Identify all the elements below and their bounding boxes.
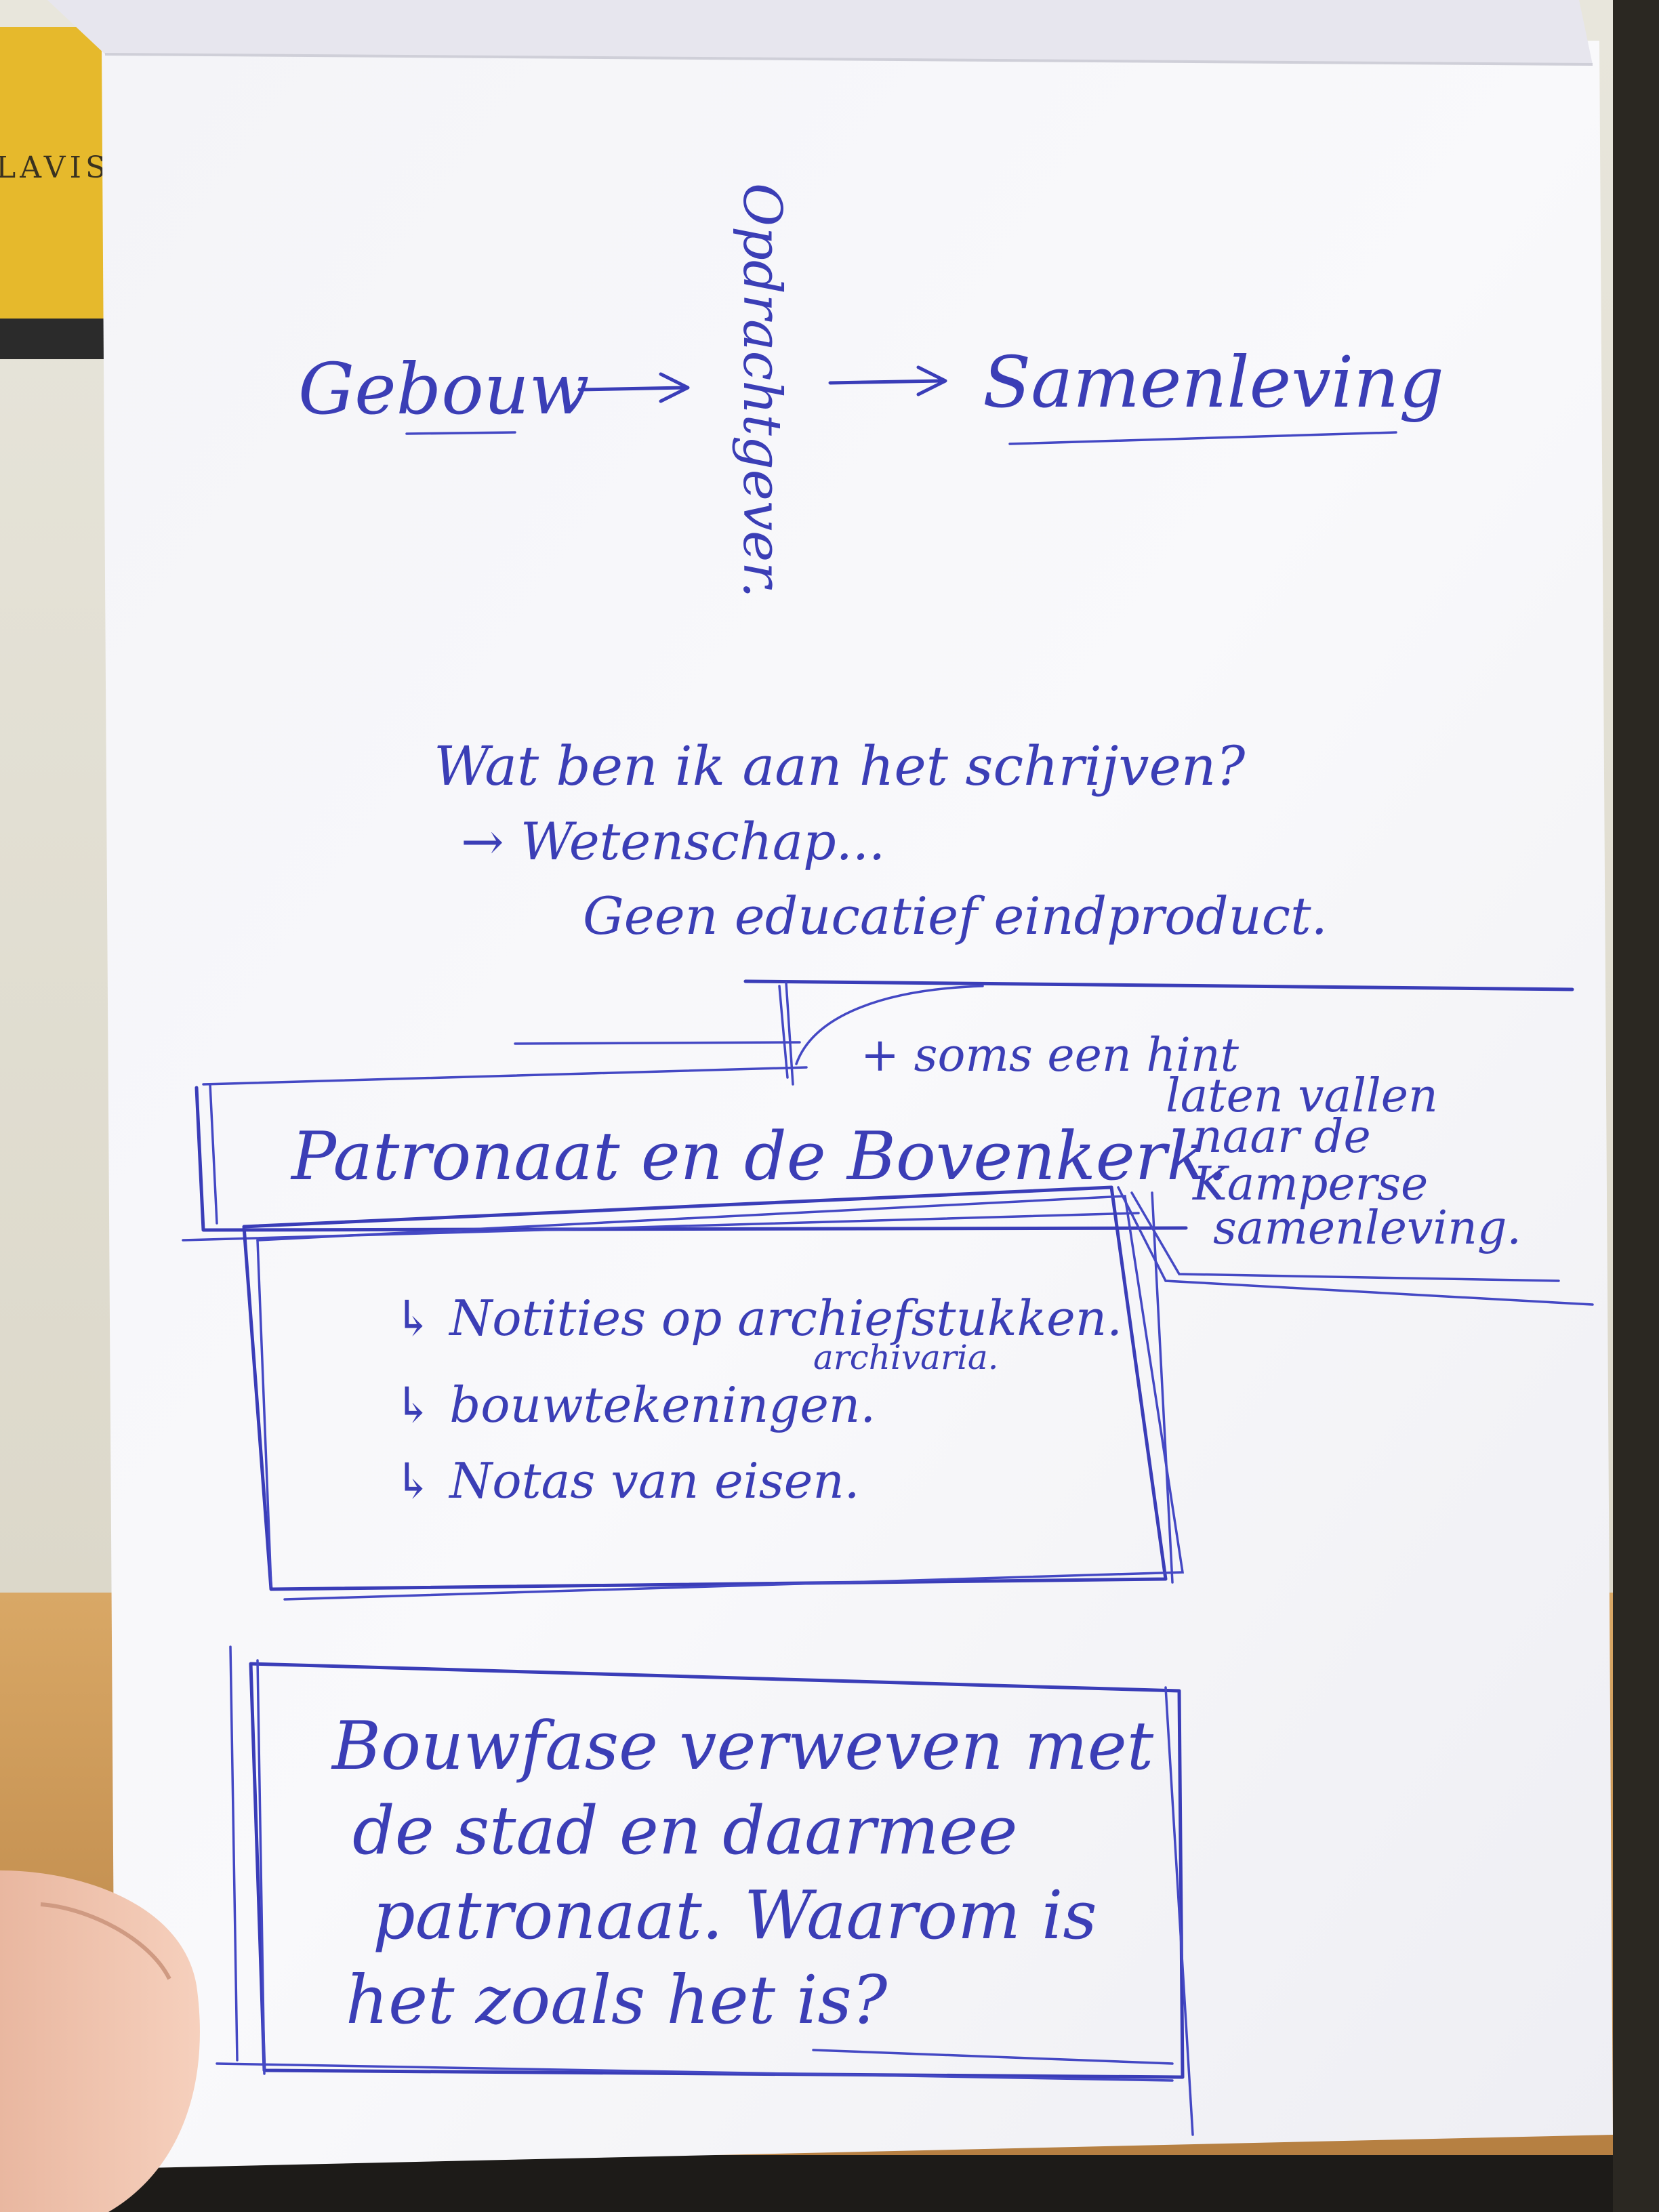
note-samenleving: Samenleving bbox=[983, 341, 1444, 424]
paper-curl bbox=[47, 0, 1593, 64]
shadow-right bbox=[1613, 0, 1659, 2212]
note-question: Wat ben ik aan het schrijven? bbox=[434, 735, 1246, 798]
note-geen-educatief: Geen educatief eindproduct. bbox=[583, 886, 1328, 946]
note-bouwfase-line3: patronaat. Waarom is bbox=[373, 1877, 1097, 1954]
note-bullet1-sub: archivaria. bbox=[813, 1338, 999, 1377]
note-bullet1: ↳ Notities op archiefstukken. bbox=[393, 1290, 1122, 1347]
note-hint-line5: samenleving. bbox=[1213, 1202, 1521, 1255]
yellow-book: LAVIS bbox=[0, 27, 110, 359]
note-hint-line2: laten vallen bbox=[1166, 1069, 1438, 1123]
note-wetenschap: → Wetenschap... bbox=[461, 811, 885, 872]
book-spine-label: LAVIS bbox=[0, 150, 110, 185]
note-bullet3: ↳ Notas van eisen. bbox=[393, 1452, 860, 1509]
note-bouwfase-line1: Bouwfase verweven met bbox=[331, 1708, 1154, 1785]
finger bbox=[0, 1870, 200, 2212]
note-patronaat-title: Patronaat en de Bovenkerk. bbox=[290, 1118, 1228, 1195]
note-bullet2: ↳ bouwtekeningen. bbox=[393, 1376, 876, 1433]
bullet-box bbox=[242, 1185, 1185, 1601]
note-bouwfase-line4: het zoals het is? bbox=[346, 1962, 888, 2039]
paper-sheet bbox=[102, 41, 1613, 2169]
bouwfase-box bbox=[216, 1645, 1194, 2136]
note-hint-line3: naar de bbox=[1193, 1110, 1371, 1164]
note-gebouw: Gebouw bbox=[298, 348, 590, 430]
note-opdrachtgever: Opdrachtgever. bbox=[731, 183, 792, 598]
note-hint-line4: Kamperse bbox=[1191, 1158, 1428, 1211]
note-hint-line1: + soms een hint bbox=[861, 1029, 1240, 1082]
note-bouwfase-line2: de stad en daarmee bbox=[352, 1793, 1017, 1870]
